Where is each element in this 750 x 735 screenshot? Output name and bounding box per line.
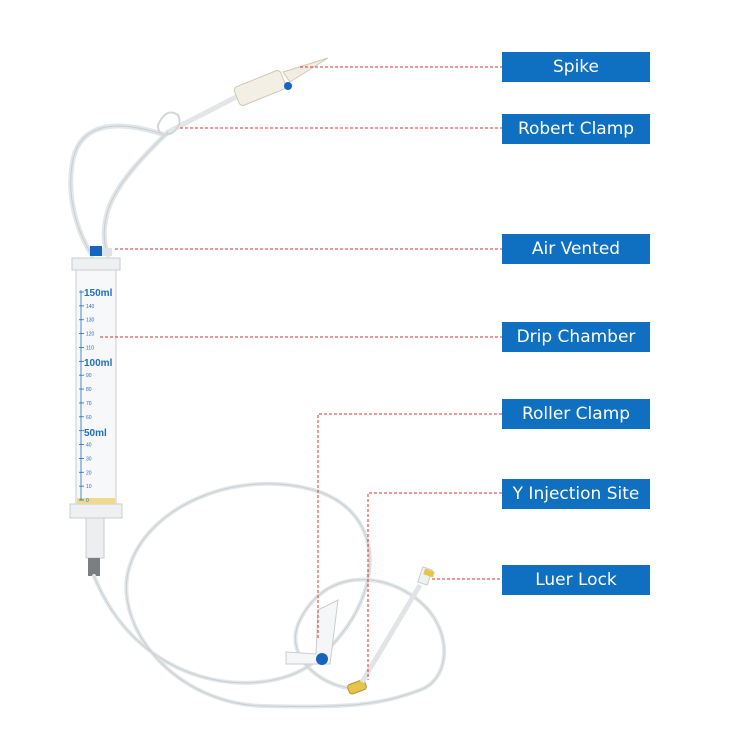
roller-clamp-component <box>285 599 339 665</box>
label-y-injection-site: Y Injection Site <box>502 479 650 509</box>
scale-minor-label: 60 <box>86 415 92 421</box>
scale-minor-label: 40 <box>86 443 92 449</box>
scale-100ml: 100ml <box>84 358 113 369</box>
luer-lock-component <box>417 566 435 586</box>
upper-tubing <box>68 92 243 258</box>
robert-clamp-component <box>156 111 181 136</box>
label-robert-clamp: Robert Clamp <box>502 114 650 144</box>
label-drip-chamber: Drip Chamber <box>502 322 650 352</box>
scale-minor-label: 0 <box>86 498 89 504</box>
scale-minor-label: 20 <box>86 470 92 476</box>
scale-minor-label: 130 <box>86 318 95 324</box>
lower-tubing <box>92 481 447 709</box>
leader-lines <box>100 66 502 680</box>
scale-minor-label: 80 <box>86 387 92 393</box>
scale-50ml: 50ml <box>84 428 107 439</box>
air-vent-component <box>90 246 112 256</box>
label-roller-clamp: Roller Clamp <box>502 399 650 429</box>
scale-minor-label: 140 <box>86 304 95 310</box>
scale-150ml: 150ml <box>84 288 113 299</box>
scale-minor-label: 110 <box>86 345 94 351</box>
y-injection-component <box>347 583 423 695</box>
scale-minor-label: 30 <box>86 456 92 462</box>
drip-chamber-component: 150ml 100ml 50ml 140 130 120 110 90 80 70 60 40 3… <box>69 257 123 576</box>
scale-minor-label: 90 <box>86 373 92 379</box>
scale-minor-label: 70 <box>86 401 92 407</box>
spike-component <box>233 57 329 106</box>
label-spike: Spike <box>502 52 650 82</box>
scale-minor-label: 120 <box>86 332 95 338</box>
label-luer-lock: Luer Lock <box>502 565 650 595</box>
scale-minor-label: 10 <box>86 484 92 490</box>
label-air-vented: Air Vented <box>502 234 650 264</box>
